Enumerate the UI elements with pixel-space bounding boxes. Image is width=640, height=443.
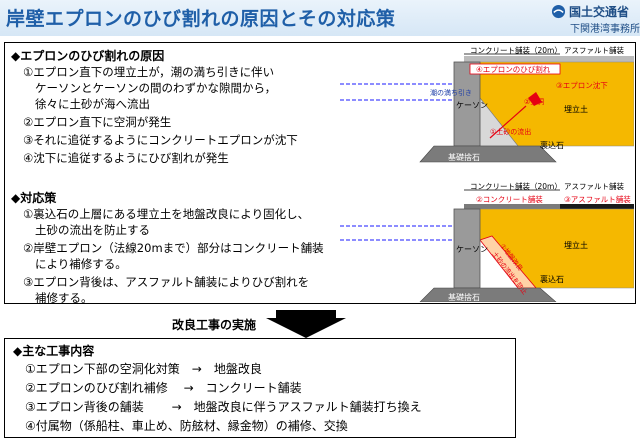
asphalt-label: アスファルト舗装 xyxy=(564,46,624,55)
measure-diagram: コンクリート舗装（20m） アスファルト舗装 ②コンクリート舗装 ③アスファルト… xyxy=(340,182,634,302)
repaired-concrete-pavement xyxy=(464,204,560,209)
causes-heading: ◆エプロンのひび割れの原因 xyxy=(11,49,165,63)
crack-label: ④エプロンのひび割れ xyxy=(476,64,551,74)
caisson-label: ケーソン xyxy=(456,101,488,110)
cause-item: 徐々に土砂が海へ流出 xyxy=(35,97,150,111)
work-item: ①エプロン下部の空洞化対策 → 地盤改良 xyxy=(25,362,262,376)
foundation-rubble xyxy=(419,145,557,163)
page-header: 岸壁エプロンのひび割れの原因とその対応策 国土交通省 下関港湾事務所 xyxy=(0,0,640,36)
cavity-mark xyxy=(528,92,542,106)
cause-item: ケーソンとケーソンの間のわずかな隙間から， xyxy=(35,81,277,95)
outflow-arrow xyxy=(489,105,527,139)
foundation-rubble xyxy=(419,287,557,302)
tide-label: 潮の満ち引き xyxy=(430,88,472,97)
repair-concrete-label: ②コンクリート舗装 xyxy=(476,194,543,204)
backfill-label: 裏込石 xyxy=(540,274,564,284)
cause-item: ②エプロン直下に空洞が発生 xyxy=(23,115,172,129)
foundation-label: 基礎捨石 xyxy=(448,292,480,302)
repaired-asphalt-pavement xyxy=(560,204,634,209)
cause-diagram: コンクリート舗装（20m） アスファルト舗装 潮の満ち引き ケーソン 埋立土 裏… xyxy=(340,46,634,163)
outflow-label: ①土砂の流出 xyxy=(490,127,531,136)
backfill-label: 裏込石 xyxy=(540,140,564,150)
ministry-logo-icon xyxy=(551,4,566,19)
page-title: 岸壁エプロンのひび割れの原因とその対応策 xyxy=(6,8,396,30)
ministry-name: 国土交通省 xyxy=(569,5,630,19)
measure-item: ②岸壁エプロン（法線20mまで）部分はコンクリート舗装 xyxy=(23,241,324,255)
cavity-label: ②空洞 xyxy=(524,97,544,106)
concrete-label: コンクリート舗装（20m） xyxy=(470,46,562,55)
asphalt-label: アスファルト舗装 xyxy=(564,182,624,191)
measure-item: 補修する。 xyxy=(35,291,93,305)
cause-item: ③それに追従するようにコンクリートエプロンが沈下 xyxy=(23,133,298,147)
cause-item: ①エプロン直下の埋立土が，潮の満ち引きに伴い xyxy=(23,65,275,79)
work-item: ④付属物（係船柱、車止め、防舷材、縁金物）の補修、交換 xyxy=(25,419,348,433)
sink-label: ③エプロン沈下 xyxy=(556,80,608,90)
repair-asphalt-label: ③アスファルト舗装 xyxy=(564,194,631,204)
works-heading: ◆主な工事内容 xyxy=(13,344,95,358)
measure-item: により補修する。 xyxy=(35,257,127,271)
works-panel: ◆主な工事内容 ①エプロン下部の空洞化対策 → 地盤改良 ②エプロンのひび割れ補… xyxy=(4,338,516,438)
measure-item: ①裏込石の上層にある埋立土を地盤改良により固化し、 xyxy=(23,207,310,221)
fill-label: 埋立土 xyxy=(564,104,588,114)
cause-item: ④沈下に追従するようにひび割れが発生 xyxy=(23,151,229,165)
work-item: ②エプロンのひび割れ補修 → コンクリート舗装 xyxy=(25,381,302,395)
down-arrow-icon xyxy=(266,310,346,338)
caisson xyxy=(453,61,481,147)
crack-callout xyxy=(469,63,561,75)
foundation-label: 基礎捨石 xyxy=(448,152,480,162)
concrete-label: コンクリート舗装（20m） xyxy=(470,182,562,191)
measure-item: 土砂の流出を防止する xyxy=(35,223,150,237)
measures-heading: ◆対応策 xyxy=(11,191,57,205)
caisson-label: ケーソン xyxy=(456,245,488,254)
work-item: ③エプロン背後の舗装 → 地盤改良に伴うアスファルト舗装打ち換え xyxy=(25,400,422,414)
fill-label: 埋立土 xyxy=(564,240,588,250)
pavement xyxy=(464,56,634,62)
caisson xyxy=(453,208,481,289)
office-name: 下関港湾事務所 xyxy=(570,24,640,35)
transition-label: 改良工事の実施 xyxy=(172,318,257,332)
measure-item: ③エプロン背後は、アスファルト舗装によりひび割れを xyxy=(23,275,310,289)
